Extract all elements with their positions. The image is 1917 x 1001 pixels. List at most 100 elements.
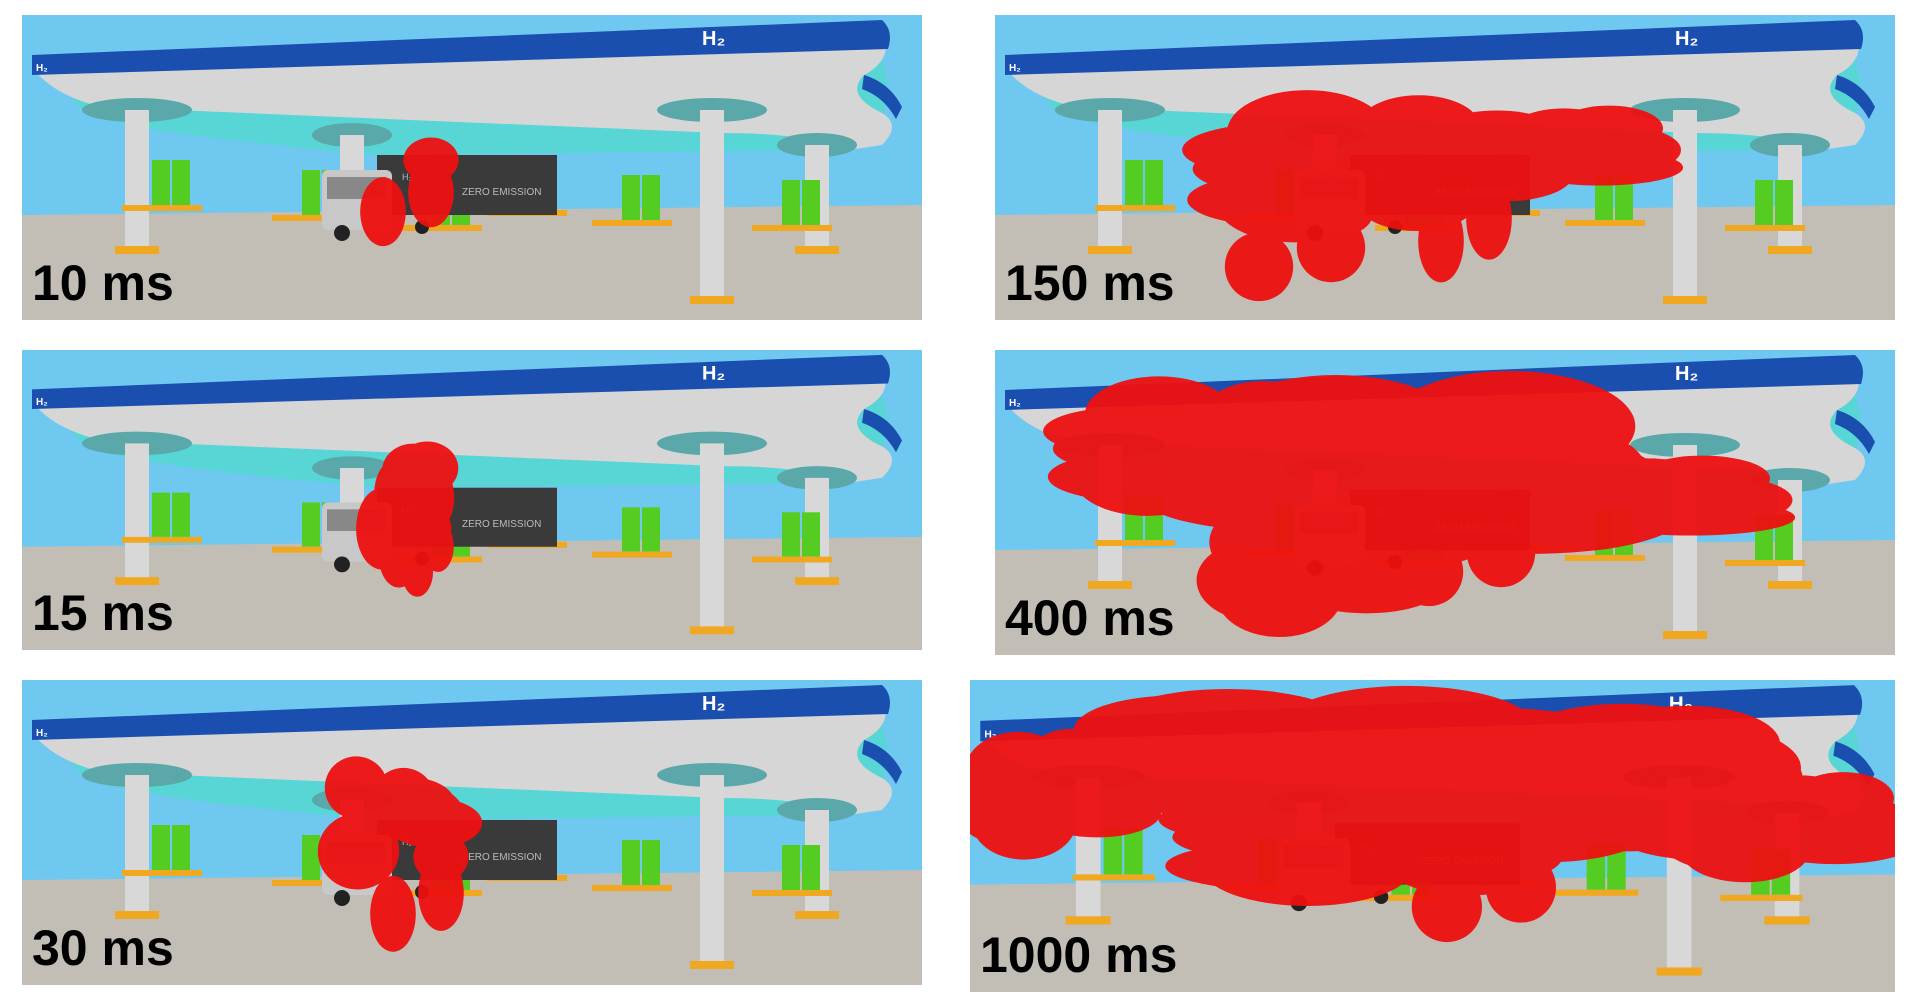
canopy-sign: H₂ [1675, 28, 1698, 50]
dispenser [1607, 843, 1626, 890]
base-plate [752, 556, 832, 563]
column [700, 775, 724, 965]
column [125, 443, 149, 582]
base-plate [122, 536, 202, 543]
hydrogen-cloud [317, 756, 483, 952]
base-plate [795, 911, 839, 919]
dispenser [782, 180, 800, 225]
canopy-sign-small: H₂ [36, 728, 48, 739]
base-plate [690, 961, 734, 969]
dispenser [622, 175, 640, 220]
base-plate [1095, 540, 1175, 546]
base-plate [592, 220, 672, 226]
base-plate [122, 870, 202, 876]
base-plate [1663, 631, 1707, 639]
base-plate [1663, 296, 1707, 304]
dispenser [1125, 160, 1143, 205]
hydrogen-cloud [1182, 90, 1684, 302]
dispenser [302, 502, 320, 547]
canopy-band [1005, 20, 1863, 75]
ground [22, 536, 922, 650]
base-plate [1764, 916, 1810, 925]
dispenser [1595, 175, 1613, 220]
dispenser [642, 175, 660, 220]
canopy-sign: H₂ [702, 28, 725, 50]
time-label: 1000 ms [980, 927, 1178, 983]
dispenser [152, 160, 170, 205]
base-plate [1725, 560, 1805, 566]
base-plate [402, 225, 482, 231]
canopy-sign-small: H₂ [36, 63, 48, 74]
canopy-band [32, 20, 890, 75]
hydrogen-cloud [970, 685, 1895, 943]
base-plate [592, 551, 672, 558]
column [1673, 110, 1697, 300]
time-label: 400 ms [1005, 590, 1175, 646]
canopy-sign: H₂ [702, 363, 725, 385]
base-plate [752, 890, 832, 896]
base-plate [1565, 220, 1645, 226]
column [700, 110, 724, 300]
base-plate [690, 626, 734, 635]
canopy-band-side [862, 409, 902, 453]
base-plate [1656, 967, 1702, 976]
dispenser [1755, 180, 1773, 225]
hydrogen-cloud [360, 137, 459, 247]
dispenser [172, 492, 190, 537]
truck-wheel [334, 556, 350, 573]
column [125, 775, 149, 915]
dispenser [802, 180, 820, 225]
canopy-sign: H₂ [1675, 363, 1698, 385]
column-head [312, 456, 392, 480]
base-plate [272, 215, 352, 221]
base-plate [592, 885, 672, 891]
base-plate [122, 205, 202, 211]
dispenser [782, 845, 800, 890]
base-plate [1088, 246, 1132, 254]
truck-text-2: ZERO EMISSION [462, 852, 541, 863]
base-plate [1095, 205, 1175, 211]
base-plate [1088, 581, 1132, 589]
base-plate [690, 296, 734, 304]
canopy-sign-small: H₂ [984, 729, 996, 740]
dispenser [302, 170, 320, 215]
time-label: 30 ms [32, 920, 174, 976]
dispenser [1124, 828, 1143, 875]
base-plate [752, 225, 832, 231]
base-plate [1565, 555, 1645, 561]
base-plate [115, 577, 159, 586]
dispenser [642, 507, 660, 552]
dispenser [1103, 828, 1123, 875]
column-head [777, 466, 857, 490]
dispenser [152, 825, 170, 870]
canopy-band [32, 354, 890, 410]
canopy-sign-small: H₂ [1009, 398, 1021, 409]
dispenser [1775, 180, 1793, 225]
base-plate [795, 577, 839, 586]
hydrogen-cloud [1043, 370, 1796, 637]
truck-wheel [334, 890, 350, 906]
dispenser [152, 492, 170, 537]
dispenser [1145, 160, 1163, 205]
base-plate [795, 246, 839, 254]
column [1098, 110, 1122, 250]
base-plate [115, 911, 159, 919]
base-plate [1555, 889, 1639, 896]
truck-text: H₂ [402, 172, 412, 182]
truck-text-2: ZERO EMISSION [462, 519, 541, 530]
time-label: 150 ms [1005, 255, 1175, 311]
base-plate [1725, 225, 1805, 231]
canopy-band-side [862, 740, 902, 784]
time-label: 10 ms [32, 255, 174, 311]
hydrogen-cloud [356, 441, 459, 597]
dispenser [802, 512, 820, 557]
canopy-sign-small: H₂ [36, 397, 48, 408]
column [700, 443, 724, 631]
